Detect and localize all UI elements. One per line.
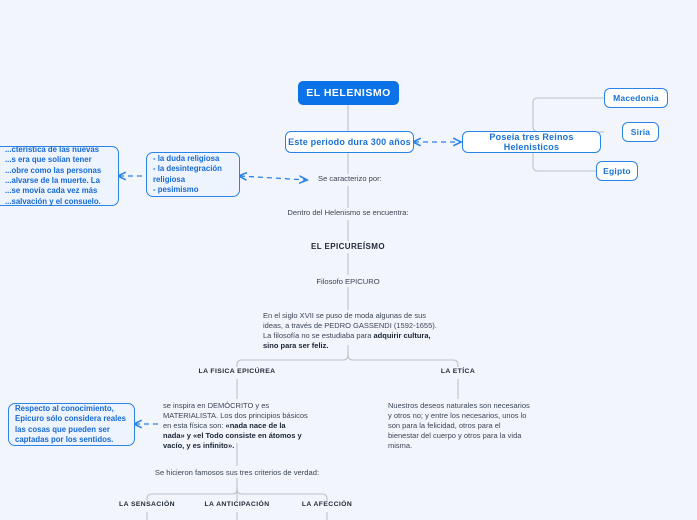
paragraph-epicureanism-note: En el siglo XVII se puso de moda algunas… (263, 311, 448, 351)
label-la-anticipacion-text: LA ANTICIPACIÓN (204, 501, 270, 508)
label-el-epicureismo-text: EL EPICUREÍSMO (311, 242, 385, 251)
label-la-etica: LA ETÍCA (408, 368, 508, 375)
label-criterios-de-verdad-text: Se hicieron famosos sus tres criterios d… (154, 468, 320, 477)
label-la-afeccion: LA AFECCIÓN (282, 501, 372, 508)
paragraph-epicureanism-note-line4-bold: sino para ser feliz. (263, 340, 329, 350)
callout-traits-text: - la duda religiosa - la desintegración … (153, 153, 222, 194)
paragraph-epicureanism-note-line3-bold: adquirir cultura, (373, 330, 431, 340)
label-el-epicureismo: EL EPICUREÍSMO (248, 242, 448, 251)
paragraph-ethics-body-text: Nuestros deseos naturales son necesarios… (388, 401, 530, 450)
paragraph-physics-body-line2: MATERIALISTA. Los dos principios básicos (163, 410, 308, 420)
paragraph-physics-body-line4-bold: nada» y «el Todo consiste en átomos y (163, 430, 302, 440)
paragraph-physics-body-line3-bold: «nada nace de la (225, 420, 286, 430)
callout-knowledge-note[interactable]: Respecto al conocimiento, Epicuro sólo c… (8, 403, 135, 446)
label-dentro-del-helenismo: Dentro del Helenismo se encuentra: (248, 208, 448, 217)
paragraph-physics-body-line3: en esta física son: (163, 420, 226, 430)
label-la-sensacion-text: LA SENSACIÓN (119, 501, 175, 508)
label-la-etica-text: LA ETÍCA (440, 368, 476, 375)
paragraph-physics-body-line1: se inspira en DEMÓCRITO y es (163, 401, 270, 410)
callout-traits[interactable]: - la duda religiosa - la desintegración … (146, 152, 240, 197)
node-kingdom-macedonia-label: Macedonia (613, 93, 659, 103)
node-reinos-helenisticos[interactable]: Poseia tres Reinos Helenisticos (462, 131, 601, 153)
root-node-el-helenismo[interactable]: EL HELENISMO (298, 81, 399, 105)
label-la-afeccion-text: LA AFECCIÓN (301, 501, 353, 508)
callout-religion-note[interactable]: ...cterística de las nuevas ...s era que… (0, 144, 119, 206)
node-este-periodo[interactable]: Este periodo dura 300 años (285, 131, 414, 153)
label-se-caracterizo-por-text: Se caracterizo por: (318, 174, 382, 183)
label-la-anticipacion: LA ANTICIPACIÓN (182, 501, 292, 508)
label-criterios-de-verdad: Se hicieron famosos sus tres criterios d… (137, 468, 337, 477)
root-node-label: EL HELENISMO (306, 87, 391, 99)
paragraph-physics-body: se inspira en DEMÓCRITO y es MATERIALIST… (163, 401, 315, 450)
label-se-caracterizo-por: Se caracterizo por: (248, 174, 448, 183)
label-filosofo-epicuro-text: Filosofo EPICURO (316, 277, 380, 286)
paragraph-epicureanism-note-line2: ideas, a través de PEDRO GASSENDI (1592-… (263, 320, 437, 330)
node-este-periodo-label: Este periodo dura 300 años (288, 137, 411, 147)
node-kingdom-siria-label: Siria (630, 127, 651, 137)
node-kingdom-macedonia[interactable]: Macedonia (604, 88, 668, 108)
label-la-fisica-epicurea-text: LA FISICA EPICÚREA (198, 368, 276, 375)
callout-religion-note-text: ...cterística de las nuevas ...s era que… (5, 144, 102, 206)
label-la-sensacion: LA SENSACIÓN (97, 501, 197, 508)
label-dentro-del-helenismo-text: Dentro del Helenismo se encuentra: (287, 208, 409, 217)
paragraph-physics-body-line5-bold: vacío, y es infinito». (163, 440, 235, 450)
paragraph-ethics-body: Nuestros deseos naturales son necesarios… (388, 401, 530, 450)
paragraph-epicureanism-note-line3: La filosofía no se estudiaba para (263, 330, 374, 340)
label-filosofo-epicuro: Filosofo EPICURO (248, 277, 448, 286)
node-kingdom-siria[interactable]: Siria (622, 122, 659, 142)
node-reinos-helenisticos-label: Poseia tres Reinos Helenisticos (489, 132, 574, 152)
paragraph-epicureanism-note-line1: En el siglo XVII se puso de moda algunas… (263, 311, 427, 320)
node-kingdom-egipto[interactable]: Egipto (596, 161, 638, 181)
label-la-fisica-epicurea: LA FISICA EPICÚREA (167, 368, 307, 375)
node-kingdom-egipto-label: Egipto (603, 166, 631, 176)
callout-knowledge-note-text: Respecto al conocimiento, Epicuro sólo c… (15, 403, 126, 444)
